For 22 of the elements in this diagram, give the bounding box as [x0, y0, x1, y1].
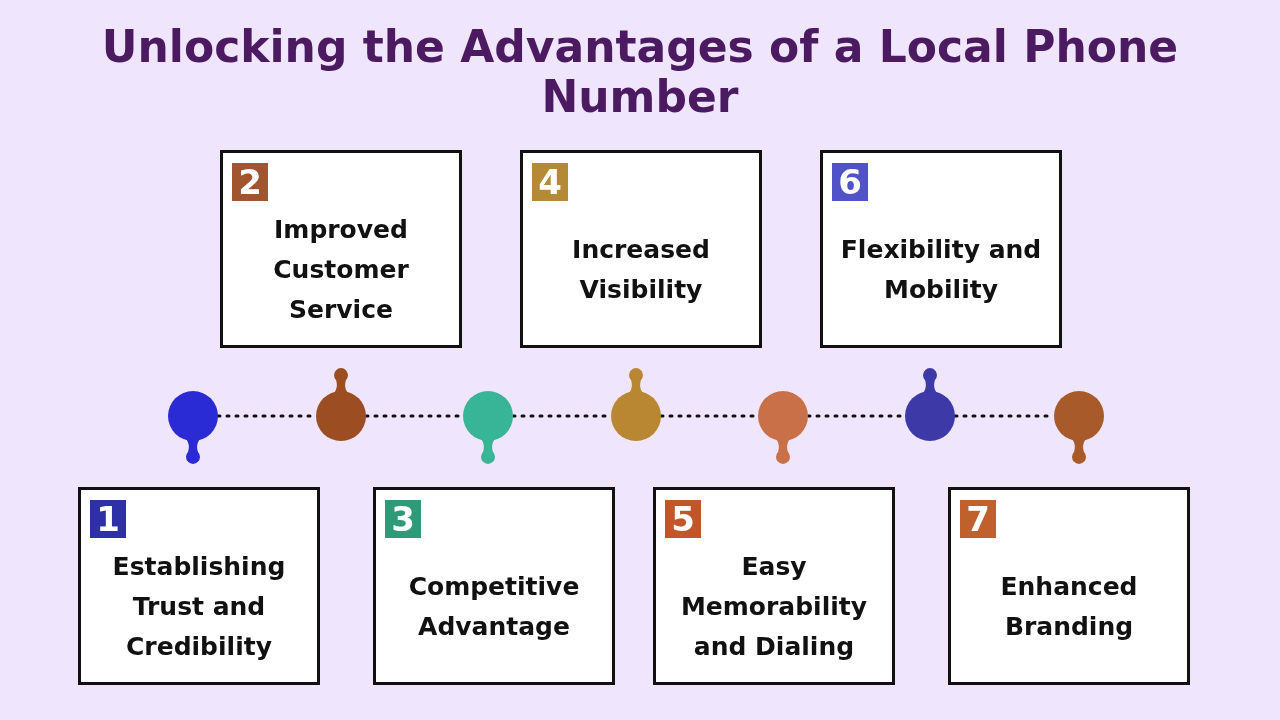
step-card: [653, 487, 895, 685]
step-title: Flexibility and Mobility: [839, 234, 1043, 306]
step-title: Improved Customer Service: [272, 214, 410, 326]
step-card: [820, 150, 1062, 348]
step-title: Easy Memorability and Dialing: [679, 551, 869, 663]
step-number: 6: [832, 163, 868, 201]
step-title: Enhanced Branding: [999, 571, 1139, 643]
step-number: 5: [665, 500, 701, 538]
step-number: 7: [960, 500, 996, 538]
step-number: 3: [385, 500, 421, 538]
step-card: [373, 487, 615, 685]
step-title: Competitive Advantage: [407, 571, 581, 643]
step-card: [220, 150, 462, 348]
step-title: Increased Visibility: [571, 234, 711, 306]
title: Unlocking the Advantages of a Local Phone Number: [100, 22, 1180, 122]
step-card: [78, 487, 320, 685]
step-number: 1: [90, 500, 126, 538]
step-number: 4: [532, 163, 568, 201]
step-card: [520, 150, 762, 348]
step-title: Establishing Trust and Credibility: [111, 551, 287, 663]
step-card: [948, 487, 1190, 685]
step-number: 2: [232, 163, 268, 201]
